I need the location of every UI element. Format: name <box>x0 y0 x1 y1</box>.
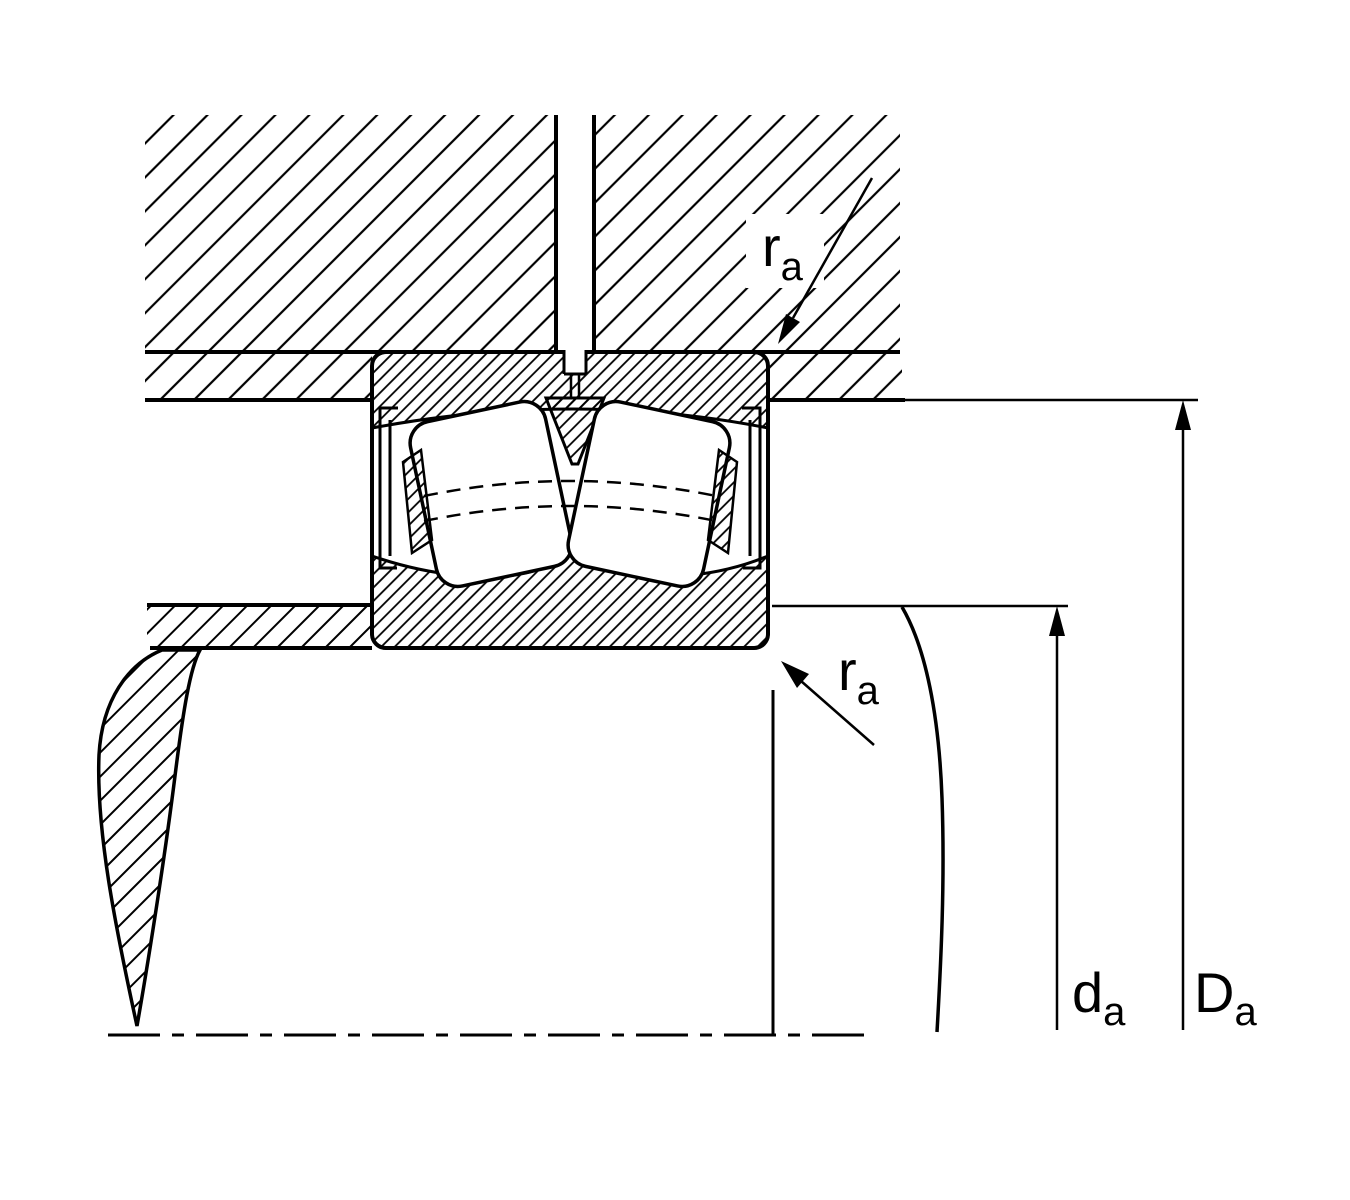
center-guide-ring-section <box>543 396 607 466</box>
cage-section-right <box>706 447 739 556</box>
dimension-Da: Da <box>905 398 1257 1034</box>
housing-section <box>145 115 905 402</box>
shaft-break-curve-right <box>900 606 945 1033</box>
cage-hidden-line-upper <box>423 479 717 498</box>
ra-bottom-arrowhead-icon <box>781 661 809 688</box>
ra-top-arrowhead-icon <box>778 314 800 344</box>
Da-arrowhead-icon <box>1175 400 1191 430</box>
housing-shoulder-left-hatch <box>145 352 372 400</box>
shaft-shoulder-hatch <box>147 605 372 648</box>
seal-right <box>742 406 762 570</box>
housing-hatch-top-left <box>145 115 556 352</box>
ra-bottom-label: ra <box>838 639 880 713</box>
ra-bottom-leader-line <box>800 680 875 746</box>
Da-label: Da <box>1194 961 1257 1034</box>
lube-groove-opening <box>564 348 586 374</box>
cage-hidden-line-lower <box>423 504 717 523</box>
shaft-break-teardrop <box>96 648 203 1027</box>
housing-shoulder-right-hatch <box>768 352 902 400</box>
bearing-section <box>370 348 770 650</box>
fillet-radius-callout-bottom: ra <box>781 639 880 746</box>
ra-top-label: ra <box>762 215 804 289</box>
label-clearance-box <box>746 214 824 288</box>
ra-top-leader-line <box>791 177 874 319</box>
dimension-da: da <box>772 604 1126 1034</box>
shaft-section <box>96 603 945 1033</box>
da-label: da <box>1072 961 1126 1034</box>
da-arrowhead-icon <box>1049 606 1065 636</box>
seal-left <box>378 406 398 570</box>
fillet-radius-callout-top: ra <box>762 177 874 344</box>
cage-section-left <box>401 447 434 556</box>
